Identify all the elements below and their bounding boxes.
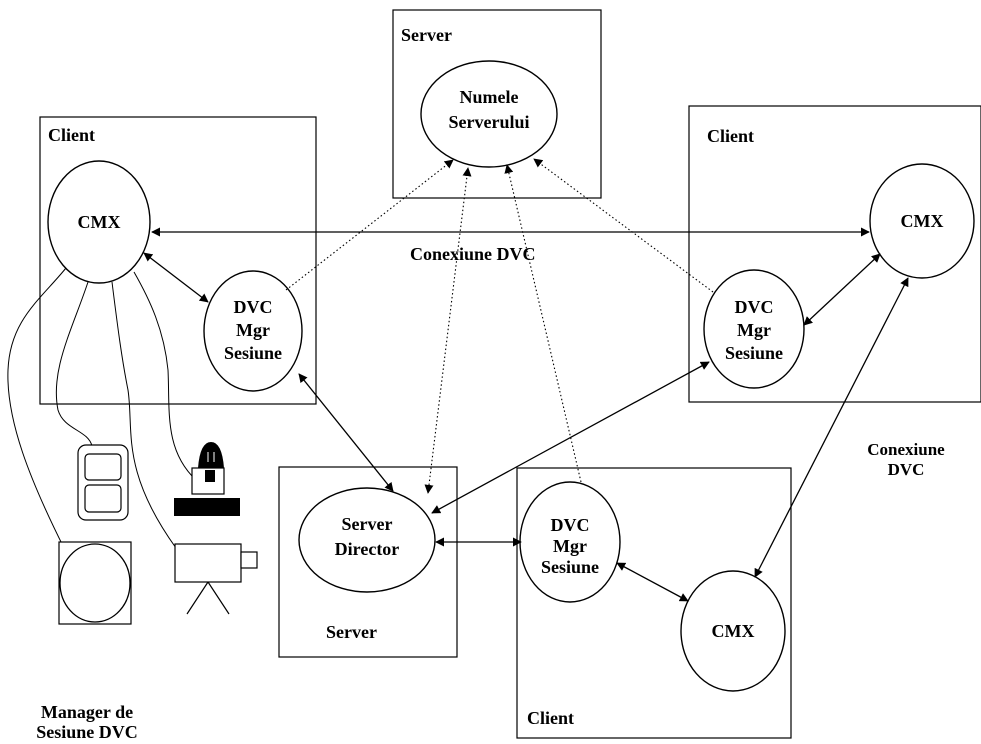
conexiune-right-label-1: Conexiune xyxy=(867,440,945,459)
link-cmx-left-dvc-left xyxy=(143,252,209,303)
cmx-left-node xyxy=(47,160,151,284)
monitor-icon xyxy=(58,541,132,625)
link-director-dvc-right xyxy=(431,361,710,514)
microphone-icon xyxy=(174,442,240,516)
dvc-right-label-1: DVC xyxy=(735,297,774,317)
cmx-right-label: CMX xyxy=(901,211,944,231)
cmx-bottom-label: CMX xyxy=(712,621,755,641)
client-right-label: Client xyxy=(707,126,754,146)
director-label-1: Server xyxy=(342,514,393,534)
wire-to-microphone xyxy=(133,271,197,481)
dvc-bottom-label-1: DVC xyxy=(551,515,590,535)
dvc-left-label-2: Mgr xyxy=(236,320,270,340)
dvc-left-label-3: Sesiune xyxy=(224,343,282,363)
dvc-bottom-label-3: Sesiune xyxy=(541,557,599,577)
dvc-right-label-2: Mgr xyxy=(737,320,771,340)
wire-to-monitor xyxy=(7,267,67,549)
server-top-label: Server xyxy=(401,25,452,45)
dvc-left-label-1: DVC xyxy=(234,297,273,317)
dvc-right-label-3: Sesiune xyxy=(725,343,783,363)
link-dvc-left-director xyxy=(298,373,394,492)
link-cmx-right-cmx-bottom xyxy=(754,277,909,578)
name-server-label-1: Numele xyxy=(460,87,519,107)
dvc-bottom-label-2: Mgr xyxy=(553,536,587,556)
client-left-label: Client xyxy=(48,125,95,145)
wire-to-phone xyxy=(55,281,93,447)
dvc-mgr-left-node xyxy=(203,270,303,392)
server-bottom-label: Server xyxy=(326,622,377,642)
cmx-left-label: CMX xyxy=(78,212,121,232)
cmx-right-node xyxy=(869,163,975,279)
link-dvc-bottom-cmx-bottom xyxy=(616,562,689,602)
director-label-2: Director xyxy=(335,539,400,559)
phone-icon xyxy=(77,444,129,521)
camera-icon xyxy=(174,543,258,615)
manager-caption-2: Sesiune DVC xyxy=(36,722,138,742)
link-dvc-bottom-to-name-server xyxy=(504,164,582,483)
conexiune-dvc-label: Conexiune DVC xyxy=(410,244,536,264)
link-dvc-right-to-name-server xyxy=(533,158,714,293)
conexiune-right-label-2: DVC xyxy=(888,460,925,479)
name-server-label-2: Serverului xyxy=(449,112,530,132)
client-bottom-label: Client xyxy=(527,708,574,728)
name-server-node xyxy=(420,60,558,168)
manager-caption-1: Manager de xyxy=(41,702,133,722)
cmx-bottom-node xyxy=(680,570,786,692)
wire-to-camera xyxy=(111,281,177,549)
link-director-to-name-server xyxy=(424,167,472,494)
